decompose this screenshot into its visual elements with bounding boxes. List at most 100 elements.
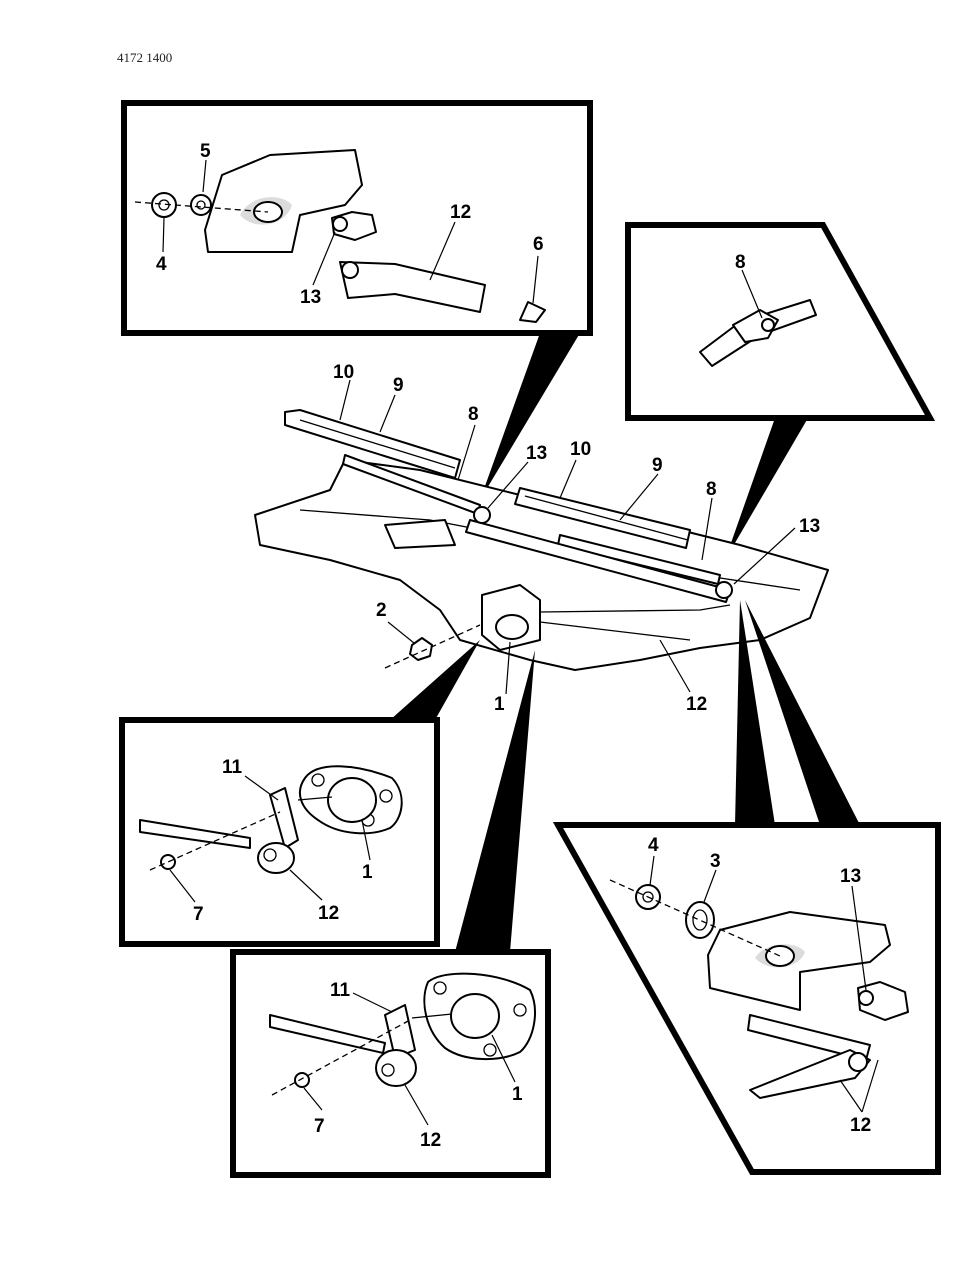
leader-10-left [339, 379, 351, 421]
drive-link-12 [339, 261, 486, 313]
flange-bolt-hole-2 [379, 789, 393, 803]
detail-frame-top-right [625, 222, 936, 421]
link-12-bushing [375, 1049, 417, 1087]
callout-label: 12 [850, 1115, 871, 1136]
leader-12 [404, 1084, 429, 1126]
assembly-axis-bottom-center [271, 1019, 411, 1096]
washer-5 [190, 194, 212, 216]
flange-bolt-hole-1 [311, 773, 325, 787]
detail-box-bottom-right: 4 3 13 12 [552, 822, 941, 1175]
drive-link-main-1 [539, 604, 731, 613]
callout-label: 8 [735, 252, 746, 273]
detail-box-mid-left: 11 1 7 12 [119, 717, 440, 947]
leader-6 [532, 255, 539, 304]
callout-label: 5 [200, 141, 211, 162]
leader-8-top-right [741, 269, 763, 319]
callout-label: 8 [468, 404, 479, 425]
wiper-blade-right-rubber [524, 495, 689, 541]
link-12-bushing-center [263, 848, 277, 862]
page-reference: 4172 1400 [117, 50, 172, 65]
motor-shaft [297, 796, 333, 801]
callout-label: 13 [300, 287, 321, 308]
leader-1 [491, 1034, 516, 1083]
wiper-blade-left [284, 409, 461, 479]
callout-label: 1 [362, 862, 373, 883]
pointer-top-left [480, 333, 580, 500]
crank-arm-11 [384, 1004, 416, 1059]
leader-2 [387, 621, 415, 644]
flange-bolt-hole-2 [513, 1003, 527, 1017]
callout-label: 7 [314, 1116, 325, 1137]
leader-12 [289, 869, 323, 901]
leader-5 [202, 159, 207, 193]
callout-label: 1 [494, 694, 505, 715]
callout-label: 9 [393, 375, 404, 396]
assembly-axis-bottom-right [609, 879, 781, 957]
pointer-top-right [725, 418, 808, 560]
grommet-3-hole [692, 909, 708, 931]
assembly-axis-mid-left [149, 811, 281, 871]
leader-12-main [659, 639, 691, 693]
pivot-left [473, 506, 491, 524]
nut-2 [409, 637, 433, 661]
link-12-bushing [257, 842, 295, 874]
assembly-axis-nut-2 [384, 624, 481, 669]
leader-3 [703, 869, 717, 903]
cowl-panel [254, 459, 829, 671]
detail-box-top-left: 5 4 13 12 6 [121, 100, 593, 336]
callout-label: 8 [706, 479, 717, 500]
flange-bolt-hole-1 [433, 981, 447, 995]
pointer-bottom-right-b [745, 600, 860, 825]
callout-label: 12 [686, 694, 707, 715]
link-rod [269, 1014, 386, 1054]
motor-1 [327, 777, 377, 823]
wiper-arm-pin [761, 318, 775, 332]
crank-arm-11 [269, 787, 299, 849]
leader-1 [505, 641, 511, 695]
flange-bolt-hole-3 [483, 1043, 497, 1057]
detail-frame-bottom-center [230, 949, 551, 1178]
nut-7 [160, 854, 176, 870]
wiper-blade-left-rubber [299, 419, 456, 469]
main-assembly: 10 9 8 13 10 9 8 13 2 1 12 [254, 362, 829, 715]
callout-label: 7 [193, 904, 204, 925]
leader-13-right [733, 527, 796, 585]
leader-13 [851, 885, 867, 991]
detail-frame-bottom-right [552, 822, 941, 1175]
cowl-bracket [707, 911, 891, 1011]
push-nut-4-center [642, 891, 654, 903]
leader-4 [649, 855, 655, 886]
drive-link-12-bushing [341, 261, 359, 279]
leader-11 [244, 775, 279, 801]
detail-box-bottom-center: 11 1 7 12 [230, 949, 551, 1178]
callout-label: 4 [156, 254, 167, 275]
callout-label: 11 [330, 980, 351, 1001]
pivot-13-stud [858, 990, 874, 1006]
callout-label: 11 [222, 757, 243, 778]
callout-label: 1 [512, 1084, 523, 1105]
callout-label: 10 [333, 362, 354, 383]
link-12-bushing-center [381, 1063, 395, 1077]
leader-4 [162, 217, 165, 253]
callout-label: 10 [570, 439, 591, 460]
drive-link-12-bushing [848, 1052, 868, 1072]
leader-12a [839, 1079, 863, 1113]
wiper-blade-right [514, 487, 691, 549]
leader-12b [861, 1059, 879, 1113]
callout-label: 4 [648, 835, 659, 856]
callout-label: 13 [840, 866, 861, 887]
pivot-13-stud [332, 216, 348, 232]
grommet-3 [685, 901, 715, 939]
callout-label: 13 [799, 516, 820, 537]
callout-label: 12 [420, 1130, 441, 1151]
link-rod [139, 819, 251, 849]
callout-label: 9 [652, 455, 663, 476]
leader-8-right [701, 497, 713, 561]
nut-7 [294, 1072, 310, 1088]
wiper-motor-housing [495, 614, 529, 640]
callout-label: 2 [376, 600, 387, 621]
assembly-axis-top-left [134, 201, 269, 213]
callout-label: 6 [533, 234, 544, 255]
pointer-bottom-center [455, 650, 535, 952]
